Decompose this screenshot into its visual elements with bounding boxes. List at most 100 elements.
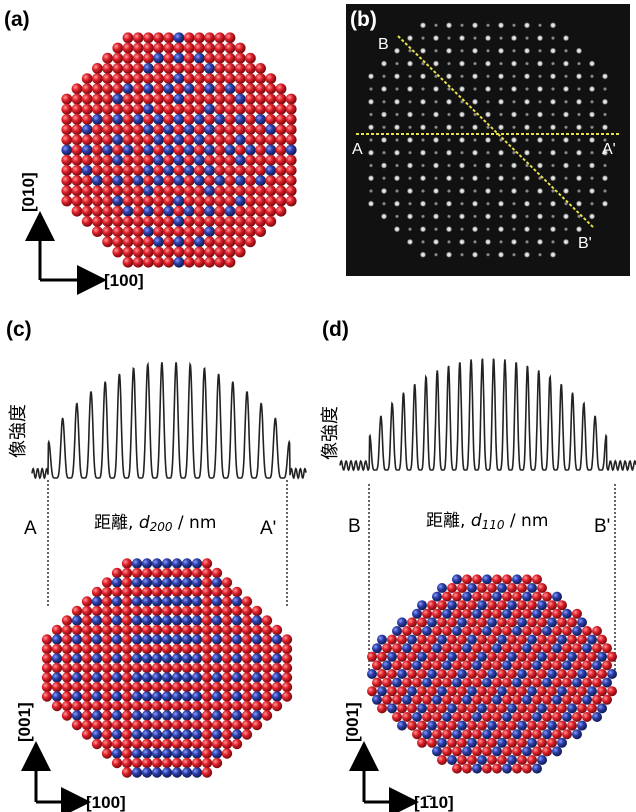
atom-red (121, 757, 133, 769)
atom-red (191, 643, 203, 655)
stem-dot (550, 61, 556, 66)
stem-dot (484, 111, 492, 118)
stem-dot (458, 136, 466, 144)
atom-blue (487, 669, 497, 679)
atom-blue (251, 710, 263, 721)
atom-blue (141, 558, 153, 569)
atom-blue (547, 669, 557, 679)
stem-dot (485, 99, 491, 105)
atom-red (567, 669, 577, 679)
atom-red (92, 154, 103, 166)
atom-red (92, 93, 103, 105)
atom-red (201, 624, 213, 636)
atom-blue (234, 175, 246, 187)
atom-red (122, 124, 134, 135)
atom-blue (151, 653, 163, 664)
atom-blue (204, 63, 216, 74)
stem-dot (445, 251, 453, 259)
atom-blue (143, 83, 154, 95)
atom-red (255, 73, 266, 84)
atom-red (457, 737, 467, 748)
stem-dot (497, 72, 505, 80)
atom-red (517, 583, 527, 593)
atom-red (487, 583, 497, 593)
atom-red (81, 205, 93, 217)
stem-dot (563, 150, 569, 155)
atom-red (275, 83, 287, 95)
atom-blue (472, 660, 482, 671)
atom-red (261, 662, 273, 674)
atom-red (522, 608, 532, 619)
atom-red (191, 757, 203, 769)
atom-blue (397, 617, 407, 628)
atom-blue (111, 710, 123, 721)
atom-red (245, 236, 256, 248)
atom-red (41, 691, 53, 702)
atom-red (92, 83, 103, 95)
atom-red (557, 651, 567, 662)
atom-red (437, 651, 447, 662)
stem-dot (537, 99, 543, 105)
atom-red (112, 226, 124, 238)
atom-red (71, 700, 83, 712)
atom-red (275, 185, 287, 197)
atom-red (211, 662, 223, 674)
atom-red (602, 694, 612, 705)
atom-red (163, 103, 175, 115)
atom-red (417, 669, 427, 679)
stem-dot (446, 35, 452, 41)
atom-red (221, 681, 233, 693)
atom-blue (377, 634, 387, 645)
atom-red (183, 185, 195, 197)
atom-red (285, 165, 297, 176)
atom-red (497, 755, 507, 765)
atom-blue (71, 672, 83, 683)
atom-blue (171, 710, 183, 721)
atom-red (487, 737, 497, 748)
stem-dot (576, 137, 582, 143)
atom-red (131, 662, 143, 674)
atom-red (241, 710, 253, 721)
atom-red (245, 226, 256, 238)
stem-dot (484, 85, 492, 93)
atom-red (251, 700, 263, 712)
atom-blue (552, 591, 562, 602)
atom-red (412, 643, 422, 654)
stem-dot (420, 239, 426, 245)
atom-red (397, 703, 407, 714)
stem-dot (485, 150, 491, 155)
atom-red (245, 154, 256, 166)
stem-dot (510, 60, 518, 67)
atom-red (173, 246, 185, 258)
atom-red (101, 634, 113, 645)
stem-dot (485, 252, 491, 257)
atom-red (447, 737, 457, 748)
stem-dot (536, 187, 544, 195)
atom-red (194, 63, 205, 74)
atom-red (477, 669, 487, 679)
atom-red (231, 681, 243, 693)
stem-dot (601, 123, 609, 131)
atom-blue (532, 608, 542, 619)
stem-dot (419, 21, 427, 29)
atom-blue (457, 720, 467, 731)
atom-red (285, 154, 297, 166)
stem-dot (602, 163, 608, 168)
stem-dot (485, 201, 491, 206)
atom-red (92, 124, 103, 135)
atom-blue (173, 236, 185, 248)
atom-red (265, 175, 277, 187)
atom-blue (204, 185, 216, 197)
atom-red (81, 662, 93, 674)
atom-blue (517, 720, 527, 731)
stem-dot (550, 112, 556, 117)
atom-blue (537, 703, 547, 714)
atom-red (101, 577, 113, 588)
atom-red (91, 586, 103, 598)
atom-blue (542, 677, 552, 688)
atom-blue (81, 144, 93, 156)
stem-dot (406, 213, 414, 220)
atom-blue (92, 114, 103, 125)
atom-red (402, 626, 412, 636)
stem-dot (498, 61, 504, 66)
